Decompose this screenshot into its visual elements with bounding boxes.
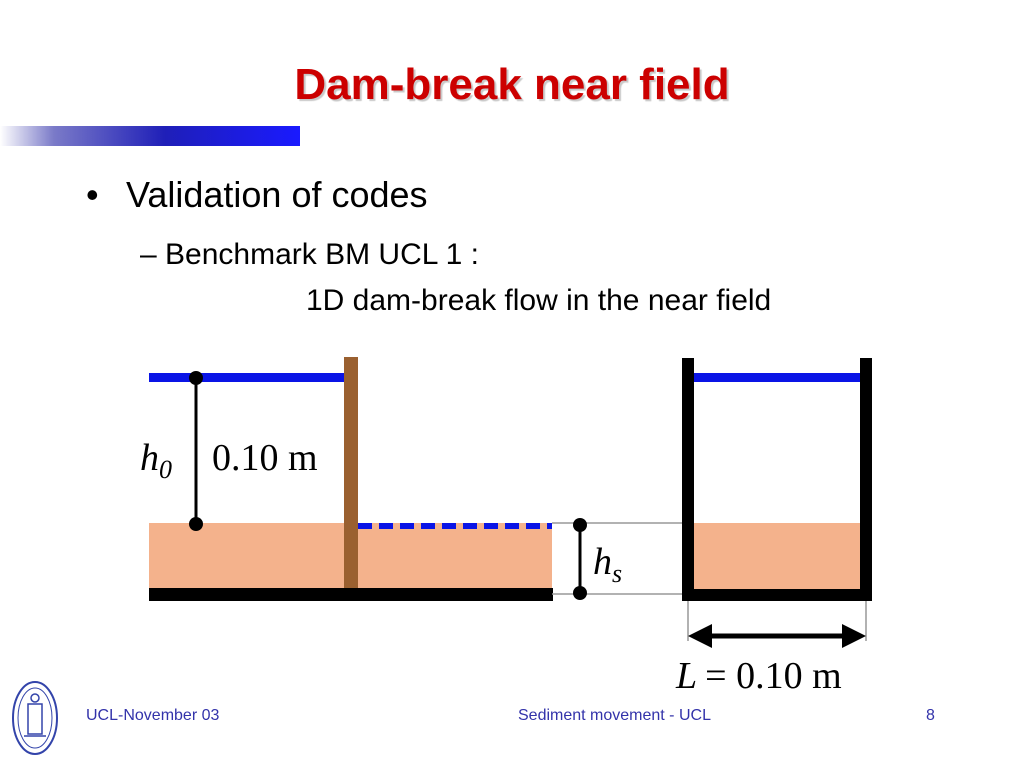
bullet-validation: • Validation of codes xyxy=(86,174,428,216)
hs-symbol: h xyxy=(593,541,612,583)
right-water-surface xyxy=(694,373,860,382)
sub-bullet-benchmark: – Benchmark BM UCL 1 : xyxy=(140,238,479,272)
h0-top-marker xyxy=(189,371,203,385)
ucl-seal-logo xyxy=(12,681,58,755)
bullet-validation-text: Validation of codes xyxy=(126,174,428,215)
L-left-arrowhead xyxy=(688,624,712,648)
right-box-floor xyxy=(682,589,872,601)
right-box-right-wall xyxy=(860,358,872,601)
right-box-left-wall xyxy=(682,358,694,601)
h0-subscript: 0 xyxy=(159,455,172,484)
dam-gate xyxy=(344,357,358,588)
right-sediment-bed xyxy=(694,523,860,589)
sub-bullet-benchmark-text: Benchmark BM UCL 1 : xyxy=(165,238,480,271)
hs-top-marker xyxy=(573,518,587,532)
L-label: L= 0.10 m xyxy=(675,655,842,697)
footer-date: UCL-November 03 xyxy=(86,707,220,724)
title-underline-bar xyxy=(0,126,300,146)
footer-page-number: 8 xyxy=(926,707,935,724)
hs-label: hs xyxy=(593,541,622,588)
h0-bottom-marker xyxy=(189,517,203,531)
L-value: = 0.10 m xyxy=(705,655,842,697)
L-symbol: L xyxy=(675,655,697,697)
footer-center: Sediment movement - UCL xyxy=(518,707,711,724)
bullet-dot-icon: • xyxy=(86,174,99,215)
left-channel-floor xyxy=(149,588,553,601)
h0-symbol: h xyxy=(140,437,159,479)
dash-icon: – xyxy=(140,238,166,271)
slide-title: Dam-break near field xyxy=(294,60,730,109)
upstream-water-surface xyxy=(149,373,349,382)
h0-label: h0 xyxy=(140,437,172,484)
hs-bottom-marker xyxy=(573,586,587,600)
hs-subscript: s xyxy=(612,559,622,588)
sub-bullet-description: 1D dam-break flow in the near field xyxy=(306,284,772,317)
h0-value: 0.10 m xyxy=(212,437,318,479)
L-right-arrowhead xyxy=(842,624,866,648)
